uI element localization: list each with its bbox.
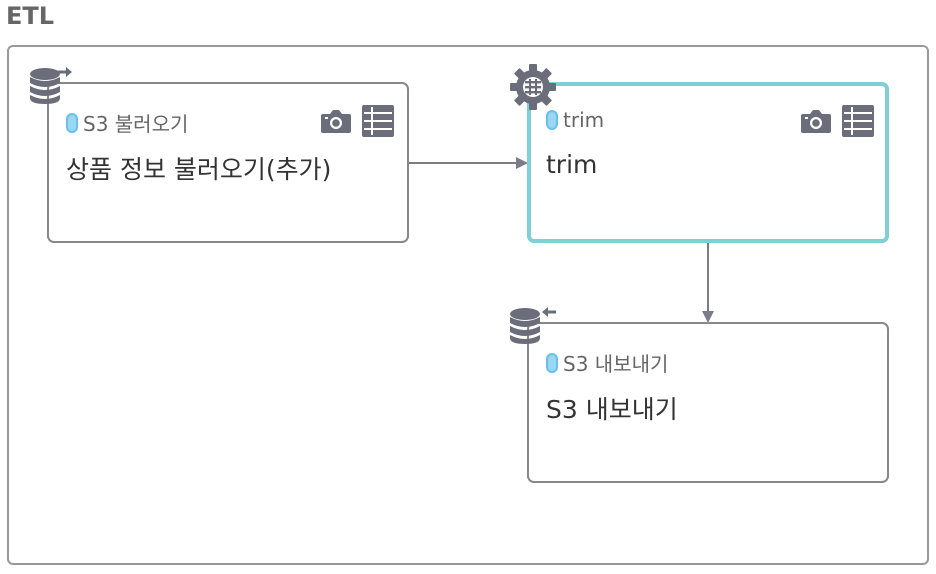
node-title: S3 내보내기 [546,395,678,424]
status-pill [66,112,78,133]
gear-icon [508,62,558,116]
database-import-icon [28,66,76,110]
node-title: trim [546,150,598,179]
node-type: trim [546,108,604,132]
status-pill [546,110,558,130]
database-export-icon [508,306,558,350]
node-trim[interactable]: trim trim [527,82,889,243]
node-tools [320,105,394,141]
node-s3-load[interactable]: S3 불러오기 상품 정보 불러오기 [47,82,409,243]
node-type: S3 내보내기 [546,348,668,377]
node-type-label: S3 불러오기 [83,112,189,136]
group-title: ETL [6,2,55,30]
node-type: S3 불러오기 [66,108,188,137]
list-icon[interactable] [362,105,394,141]
list-icon[interactable] [842,105,874,141]
node-tools [800,105,874,141]
status-pill [546,352,558,373]
node-title: 상품 정보 불러오기(추가) [66,155,332,184]
camera-icon[interactable] [800,108,832,138]
group-frame [7,45,929,565]
camera-icon[interactable] [320,108,352,138]
node-s3-export[interactable]: S3 내보내기 S3 내보내기 [527,322,889,483]
node-type-label: trim [563,108,605,132]
node-type-label: S3 내보내기 [563,352,669,376]
